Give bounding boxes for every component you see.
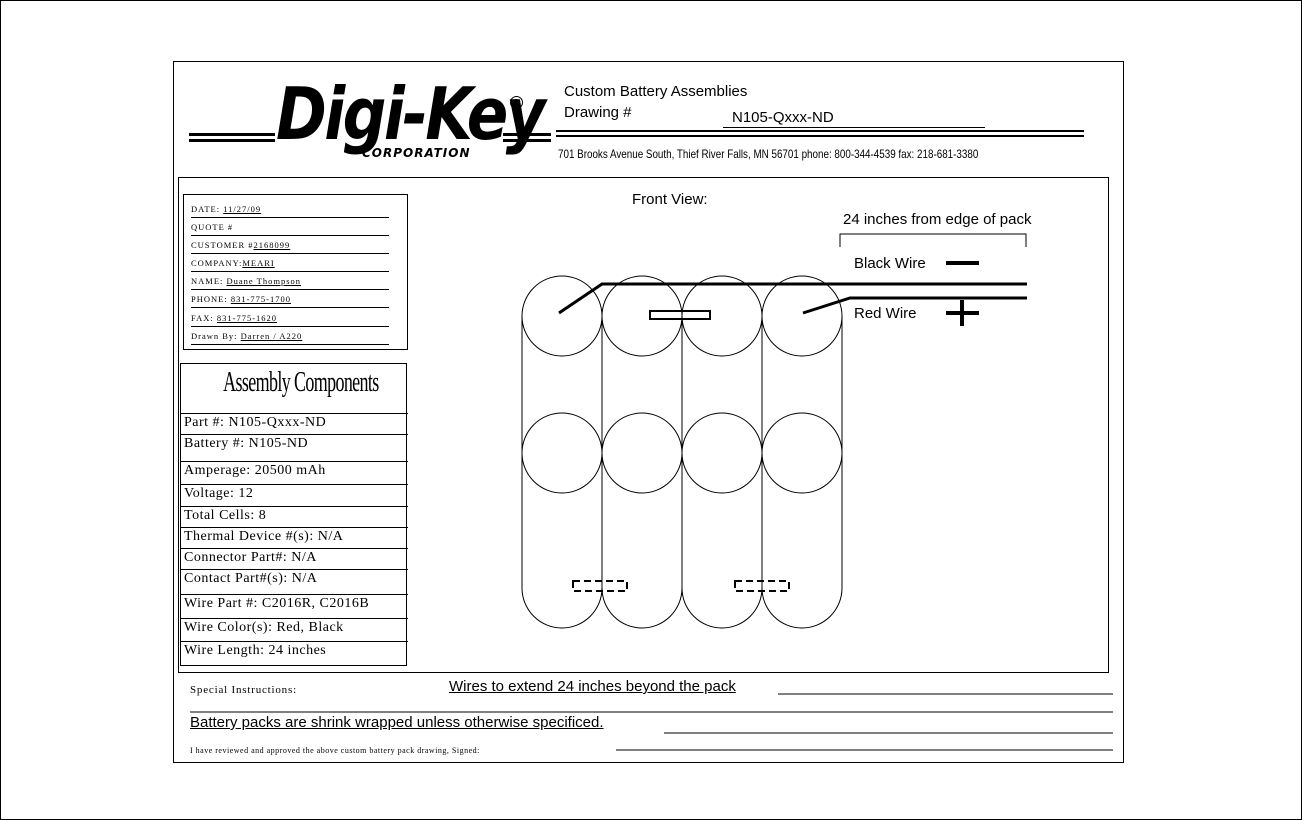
customer-info-box: DATE: 11/27/09 QUOTE # CUSTOMER #2168099… bbox=[183, 194, 408, 350]
company-value: MEARI bbox=[242, 258, 275, 268]
battery-cell-bottom bbox=[681, 587, 763, 629]
logo-subtitle: CORPORATION bbox=[362, 146, 471, 160]
component-row-amperage: Amperage: 20500 mAh bbox=[181, 461, 408, 480]
fax-row: FAX: 831-775-1620 bbox=[191, 312, 389, 327]
front-view-label: Front View: bbox=[632, 191, 708, 208]
battery-cell-top bbox=[681, 275, 763, 357]
special-instructions-label: Special Instructions: bbox=[190, 684, 297, 696]
name-row: NAME: Duane Thompson bbox=[191, 275, 389, 290]
header-rule-2 bbox=[556, 135, 1084, 137]
battery-cell-top bbox=[521, 275, 603, 357]
top-connector-strap bbox=[649, 310, 711, 320]
assembly-components-box: Part #: N105-Qxxx-ND Battery #: N105-ND … bbox=[180, 363, 408, 666]
component-row-wire-part: Wire Part #: C2016R, C2016B bbox=[181, 594, 408, 613]
battery-cell-middle bbox=[601, 412, 683, 494]
header-title: Custom Battery Assemblies bbox=[564, 83, 748, 100]
approval-statement: I have reviewed and approved the above c… bbox=[190, 746, 480, 755]
dimension-bracket bbox=[839, 233, 1027, 247]
shrink-wrap-note: Battery packs are shrink wrapped unless … bbox=[190, 714, 604, 731]
company-address: 701 Brooks Avenue South, Thief River Fal… bbox=[558, 147, 979, 161]
battery-cell-bottom bbox=[601, 587, 683, 629]
customer-row: CUSTOMER #2168099 bbox=[191, 239, 389, 254]
logo-rule-left-2 bbox=[189, 139, 275, 142]
logo-rule-right bbox=[503, 133, 551, 136]
drawn-by-value: Darren / A220 bbox=[240, 331, 303, 341]
logo-rule-right-2 bbox=[503, 139, 551, 142]
red-wire-label: Red Wire bbox=[854, 305, 917, 322]
bottom-connector-strap bbox=[572, 580, 628, 592]
black-wire-label: Black Wire bbox=[854, 255, 926, 272]
quote-row: QUOTE # bbox=[191, 221, 389, 236]
drawing-number-value: N105-Qxxx-ND bbox=[732, 109, 834, 126]
red-wire bbox=[802, 296, 1027, 315]
component-row-voltage: Voltage: 12 bbox=[181, 484, 408, 503]
component-row-wire-color: Wire Color(s): Red, Black bbox=[181, 618, 408, 637]
battery-cell-bottom bbox=[761, 587, 843, 629]
drawing-number-underline bbox=[723, 127, 985, 128]
component-row-connector: Connector Part#: N/A bbox=[181, 548, 408, 567]
logo-rule-left bbox=[189, 133, 275, 136]
bottom-connector-strap bbox=[734, 580, 790, 592]
battery-cell-middle bbox=[761, 412, 843, 494]
drawing-number-label: Drawing # bbox=[564, 104, 632, 121]
header-rule-1 bbox=[556, 130, 1084, 132]
wire-length-label: 24 inches from edge of pack bbox=[843, 211, 1032, 228]
phone-row: PHONE: 831-775-1700 bbox=[191, 293, 389, 308]
battery-cell-top bbox=[601, 275, 683, 357]
registered-mark-icon: R bbox=[510, 96, 523, 109]
customer-value: 2168099 bbox=[253, 240, 291, 250]
drawing-frame bbox=[178, 177, 1109, 673]
component-row-wire-length: Wire Length: 24 inches bbox=[181, 641, 408, 660]
date-value: 11/27/09 bbox=[223, 204, 262, 214]
fax-value: 831-775-1620 bbox=[216, 313, 278, 323]
special-instructions-text: Wires to extend 24 inches beyond the pac… bbox=[449, 678, 736, 695]
drawing-sheet bbox=[173, 61, 1124, 763]
battery-cell-bottom bbox=[521, 587, 603, 629]
component-row-cells: Total Cells: 8 bbox=[181, 506, 408, 525]
drawn-by-row: Drawn By: Darren / A220 bbox=[191, 330, 389, 345]
date-row: DATE: 11/27/09 bbox=[191, 203, 389, 218]
component-row-battery: Battery #: N105-ND bbox=[181, 434, 408, 453]
company-logo: Digi-Key bbox=[276, 72, 546, 156]
assembly-components-title: Assembly Components bbox=[223, 366, 379, 398]
battery-cell-middle bbox=[521, 412, 603, 494]
component-row-part: Part #: N105-Qxxx-ND bbox=[181, 413, 408, 432]
name-value: Duane Thompson bbox=[226, 276, 302, 286]
phone-value: 831-775-1700 bbox=[230, 294, 291, 304]
battery-cell-middle bbox=[681, 412, 763, 494]
component-row-contact: Contact Part#(s): N/A bbox=[181, 569, 408, 588]
black-wire bbox=[558, 282, 1027, 315]
company-row: COMPANY:MEARI bbox=[191, 257, 389, 272]
component-row-thermal: Thermal Device #(s): N/A bbox=[181, 527, 408, 546]
battery-cell-top bbox=[761, 275, 843, 357]
